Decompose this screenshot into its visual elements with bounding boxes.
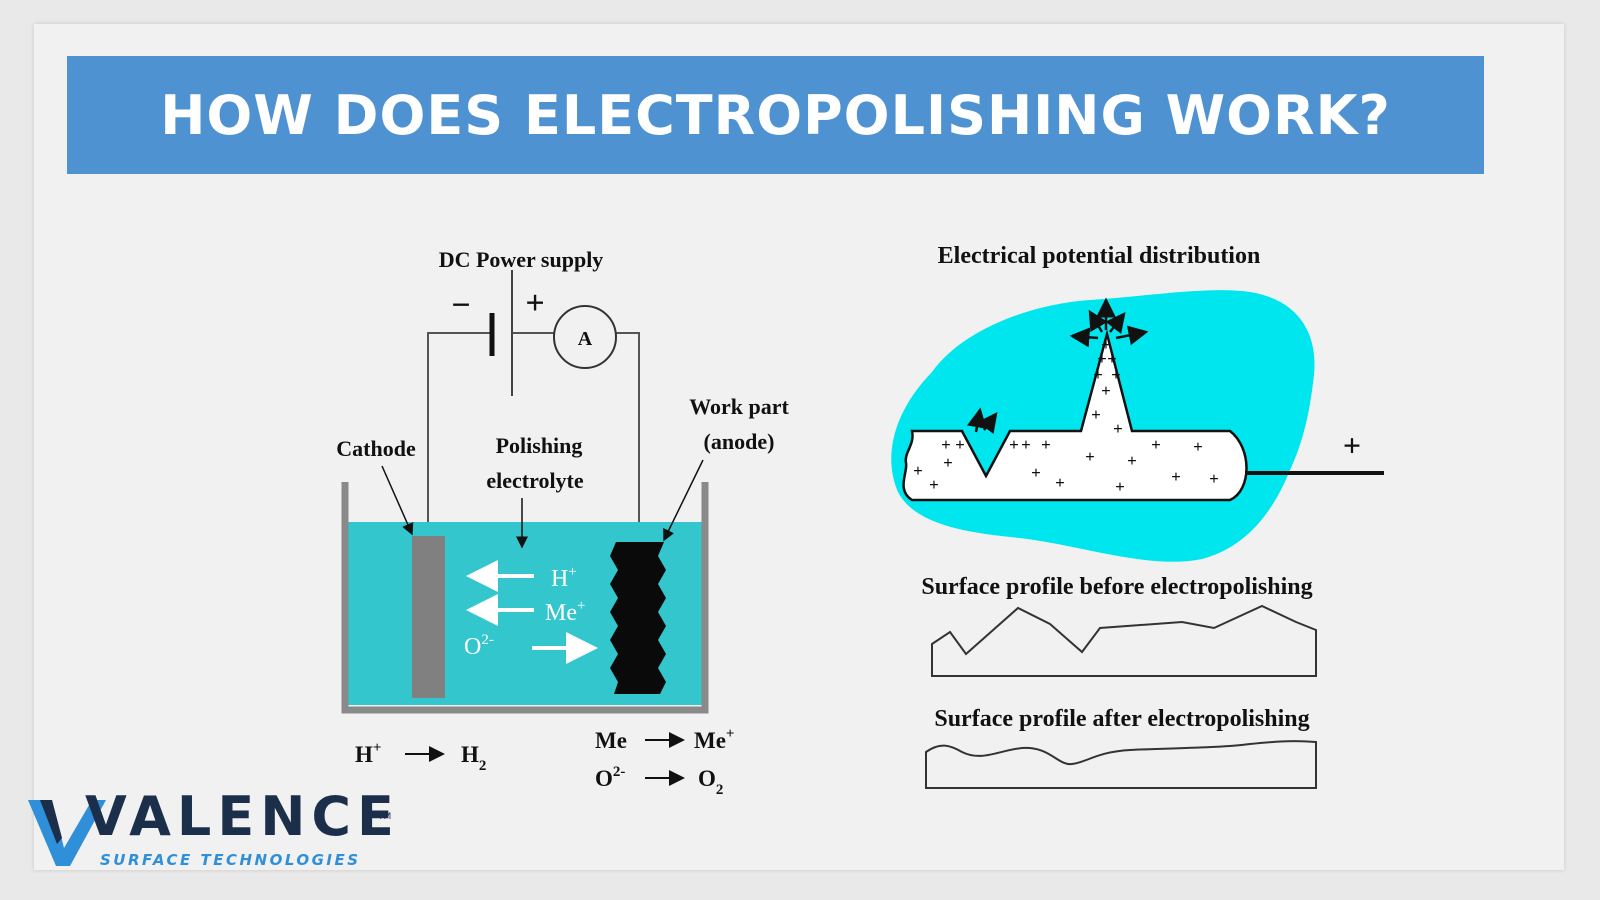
charge: + bbox=[1101, 335, 1111, 354]
field-arrow-left bbox=[1069, 327, 1099, 348]
charge: + bbox=[1193, 437, 1203, 456]
charge: + bbox=[1093, 365, 1103, 384]
h-ion-label: H+ bbox=[551, 564, 577, 592]
charge: + bbox=[1151, 435, 1161, 454]
charge: + bbox=[955, 435, 965, 454]
workpiece-profile bbox=[902, 329, 1248, 502]
potential-distribution: Electrical potential distribution + + + … bbox=[891, 243, 1384, 789]
charge: + bbox=[1091, 405, 1101, 424]
charge: + bbox=[1085, 447, 1095, 466]
after-profile bbox=[925, 740, 1317, 789]
after-title: Surface profile after electropolishing bbox=[934, 706, 1309, 732]
charge: + bbox=[1111, 365, 1121, 384]
charge: + bbox=[1171, 467, 1181, 486]
cathode-plate bbox=[412, 536, 445, 698]
charge: + bbox=[1009, 435, 1019, 454]
work-part-anode bbox=[610, 542, 666, 694]
charge: + bbox=[1021, 435, 1031, 454]
logo-wordmark: VALENCE bbox=[85, 785, 400, 848]
tank-walls bbox=[341, 482, 709, 714]
field-arrow-right bbox=[1115, 325, 1149, 346]
workpart-label-1: Work part bbox=[689, 394, 789, 419]
charge: + bbox=[1041, 435, 1051, 454]
before-profile bbox=[931, 604, 1317, 677]
workpart-label-2: (anode) bbox=[704, 429, 775, 454]
charge: + bbox=[1107, 349, 1117, 368]
anode-reaction-2-rhs: O2 bbox=[698, 766, 723, 798]
before-title: Surface profile before electropolishing bbox=[921, 574, 1312, 600]
cathode-reaction-rhs: H2 bbox=[461, 742, 486, 774]
charge: + bbox=[1209, 469, 1219, 488]
charge: + bbox=[913, 461, 923, 480]
anode-reaction-2-lhs: O2- bbox=[595, 764, 625, 791]
title-banner: HOW DOES ELECTROPOLISHING WORK? bbox=[67, 56, 1484, 174]
charge: + bbox=[943, 453, 953, 472]
charge: + bbox=[1055, 473, 1065, 492]
cathode-reaction-lhs: H+ bbox=[355, 740, 381, 767]
me-ion-label: Me+ bbox=[545, 598, 585, 626]
anode-reaction-1-rhs: Me+ bbox=[694, 726, 734, 753]
charge: + bbox=[941, 435, 951, 454]
anode-wire bbox=[616, 332, 640, 540]
electrolyte-label-1: Polishing bbox=[496, 433, 583, 458]
logo-trademark: TM bbox=[378, 812, 392, 822]
charge: + bbox=[929, 475, 939, 494]
cathode-wire bbox=[427, 332, 490, 533]
charge: + bbox=[1127, 451, 1137, 470]
ammeter-label: A bbox=[578, 328, 593, 350]
cathode-label: Cathode bbox=[336, 436, 416, 461]
logo-subtitle: SURFACE TECHNOLOGIES bbox=[100, 851, 361, 869]
charge: + bbox=[1097, 349, 1107, 368]
o-ion-label: O2- bbox=[464, 632, 494, 660]
field-arrow-up-right bbox=[1105, 312, 1126, 334]
charge: + bbox=[1113, 419, 1123, 438]
minus-sign: − bbox=[451, 287, 470, 324]
page-title: HOW DOES ELECTROPOLISHING WORK? bbox=[160, 83, 1391, 147]
workpart-pointer bbox=[663, 459, 704, 542]
anode-reaction-1-lhs: Me bbox=[595, 728, 627, 753]
potential-title: Electrical potential distribution bbox=[938, 243, 1261, 269]
field-arrow-pit-right bbox=[977, 412, 998, 434]
power-supply-label: DC Power supply bbox=[439, 247, 604, 272]
charge: + bbox=[1031, 463, 1041, 482]
plus-sign: + bbox=[525, 285, 544, 322]
valence-logo-icon-shadow bbox=[40, 800, 62, 844]
field-arrow-up-left bbox=[1088, 309, 1108, 333]
anode-plus: + bbox=[1343, 427, 1361, 463]
charge: + bbox=[1101, 381, 1111, 400]
ammeter-icon bbox=[553, 305, 617, 369]
electrolytic-cell: DC Power supply − + A Cathode Polishing … bbox=[336, 247, 789, 798]
cathode-pointer bbox=[381, 465, 414, 536]
charge: + bbox=[1115, 477, 1125, 496]
electrolyte-label-2: electrolyte bbox=[486, 468, 584, 493]
